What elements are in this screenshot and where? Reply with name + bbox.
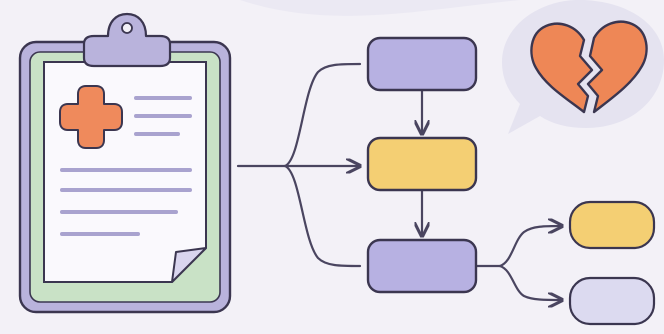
medical-clipboard-icon: [18, 12, 232, 314]
clipboard-clip: [82, 12, 172, 68]
edge-node-3-to-outcome-1: [498, 226, 562, 268]
flow-node-1: [366, 36, 478, 92]
edge-source-to-node-3: [283, 164, 362, 268]
broken-heart-callout: [502, 0, 664, 134]
heart-right-half: [586, 20, 648, 114]
paper-fold-corner: [171, 247, 207, 283]
edge-node-3-to-outcome-2: [498, 264, 562, 300]
paper-text-lines: [60, 96, 192, 236]
outcome-node-2: [568, 276, 656, 326]
edge-source-to-node-1: [283, 62, 362, 168]
clip-hole: [121, 22, 133, 34]
heart-left-half: [530, 22, 594, 114]
flow-node-2: [366, 136, 478, 192]
background-wash: [240, 0, 520, 16]
broken-heart-icon: [530, 20, 648, 114]
medical-cross-icon: [59, 85, 123, 149]
connectors: [236, 62, 562, 300]
outcome-node-1: [568, 200, 656, 250]
flow-node-3: [366, 238, 478, 294]
